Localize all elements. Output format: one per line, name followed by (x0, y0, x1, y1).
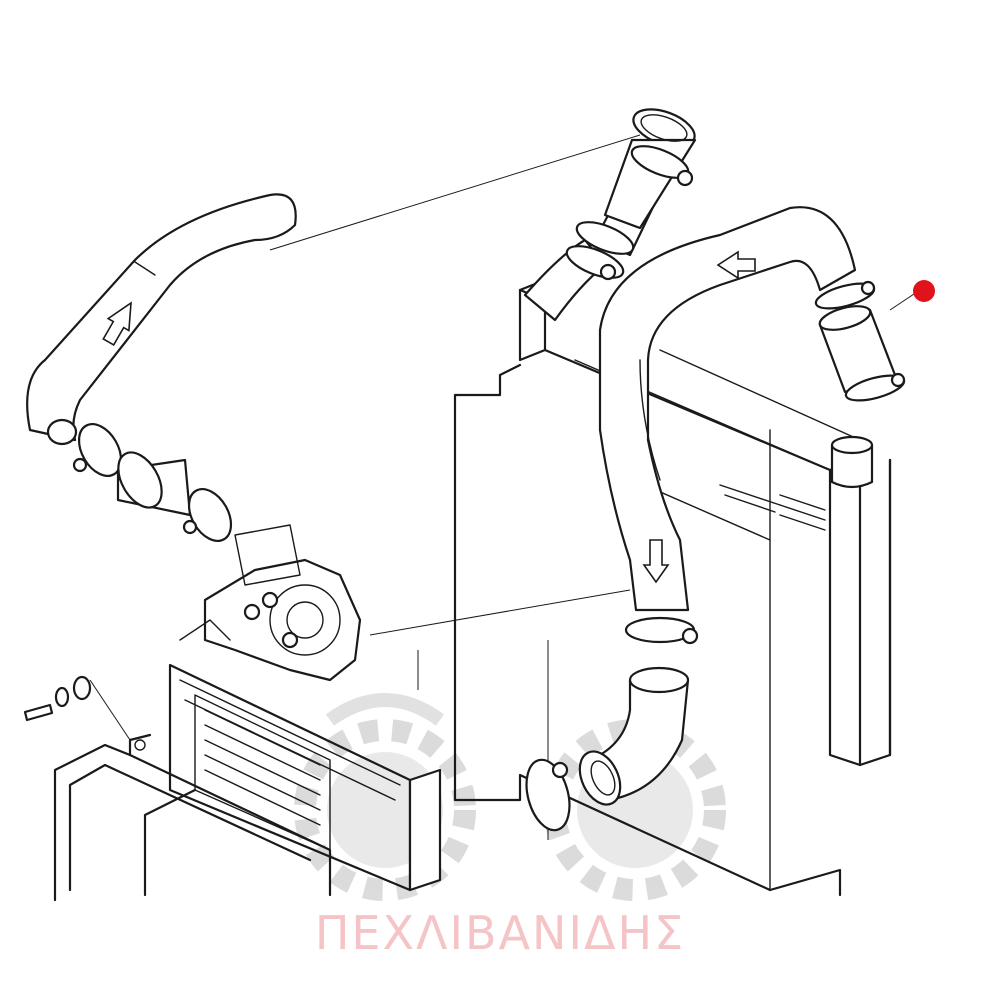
watermark-text: ΠΕΧΛΙΒΑΝΙΔΗΣ (314, 906, 686, 960)
arrow-down-icon (642, 539, 670, 584)
clamp-marked-bottom (844, 372, 906, 402)
lower-clamp (624, 616, 699, 645)
support-bracket (53, 733, 332, 902)
left-sleeve (116, 451, 192, 517)
hose-sleeve-marked (818, 305, 897, 394)
radiator-fins (719, 484, 826, 531)
elbow-clamp (525, 758, 571, 832)
bolt-hardware (23, 675, 92, 722)
clamp-marked-top (814, 280, 876, 310)
arrow-left-icon (716, 250, 756, 280)
upper-clamp-1 (630, 145, 694, 187)
radiator-assembly (453, 238, 892, 897)
red-dot-icon (913, 280, 935, 302)
left-clamp-2 (182, 488, 233, 542)
left-intake-hose (26, 193, 297, 446)
upper-clamp-2 (565, 221, 635, 281)
left-clamp-1 (72, 423, 123, 477)
main-intercooler-hose (598, 206, 857, 612)
elbow-hose (578, 666, 690, 806)
watermark-gear-top (325, 693, 445, 726)
turbocharger (179, 524, 362, 682)
arrow-up-right-icon (102, 301, 132, 347)
